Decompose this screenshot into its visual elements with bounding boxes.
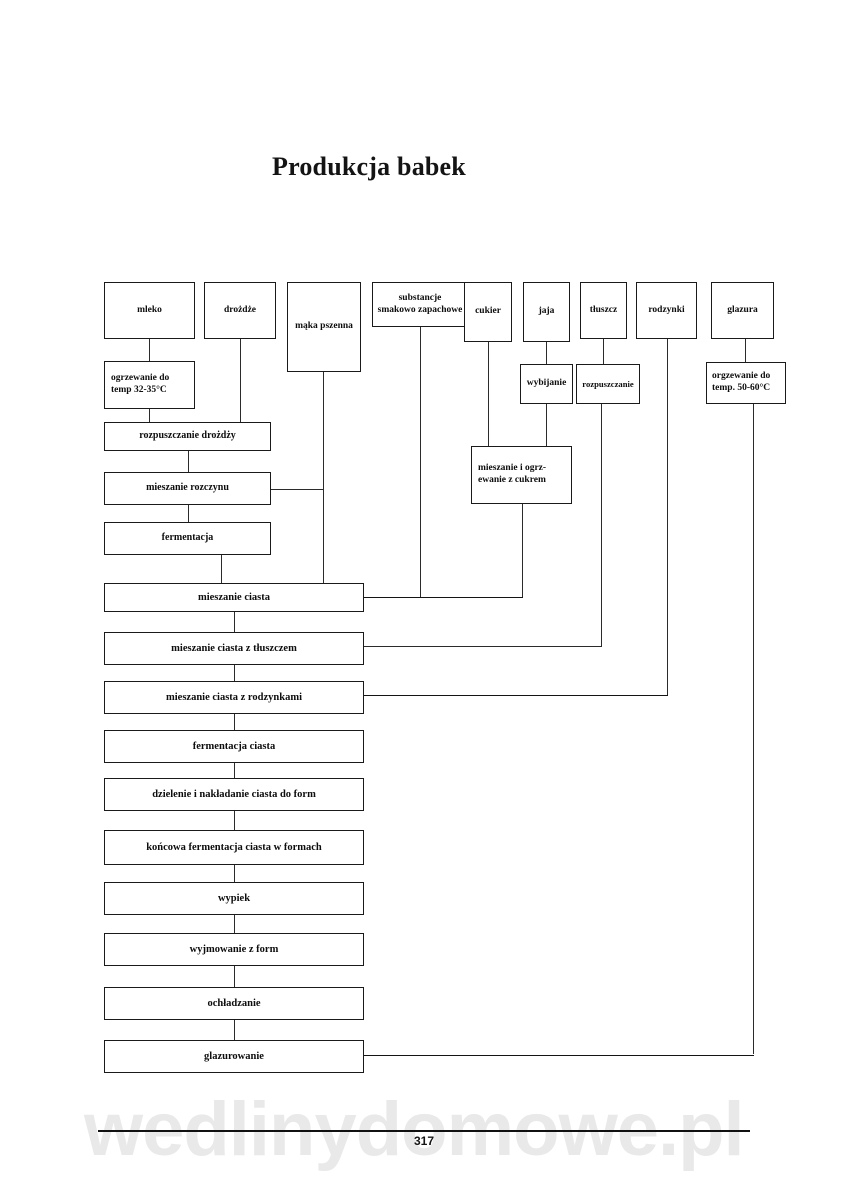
node-wypiek-label: wypiek: [217, 892, 251, 904]
node-jaja[interactable]: jaja: [523, 282, 570, 342]
node-dzielenie-i-nakladanie[interactable]: dzielenie i nakładanie ciasta do form: [104, 778, 364, 811]
connector-wybijanie-mieszanie: [546, 404, 547, 446]
connector-cukier-mieszanie: [488, 342, 489, 446]
connector-tluszcz-rozpuszczanie: [603, 339, 604, 364]
node-fermentacja[interactable]: fermentacja: [104, 522, 271, 555]
node-cukier-label: cukier: [475, 306, 501, 317]
node-mieszanie-rozczynu[interactable]: mieszanie rozczynu: [104, 472, 271, 505]
bus-glazurowanie: [364, 1055, 754, 1057]
node-cukier[interactable]: cukier: [464, 282, 512, 342]
connector-rodzynki-drop: [667, 339, 668, 695]
node-mleko[interactable]: mleko: [104, 282, 195, 339]
node-fermentacja-ciasta[interactable]: fermentacja ciasta: [104, 730, 364, 763]
node-tluszcz-label: tłuszcz: [589, 304, 618, 315]
connector-ochladzanie-glazurowanie: [234, 1020, 235, 1040]
node-mieszanie-cukier-label: mieszanie i ogrz- ewanie z cukrem: [478, 463, 547, 485]
node-glazura[interactable]: glazura: [711, 282, 774, 339]
node-mieszanie-ciasta-z-tluszczem[interactable]: mieszanie ciasta z tłuszczem: [104, 632, 364, 665]
node-rozpuszczanie-label: rozpuszczanie: [582, 378, 634, 389]
connector-rozpuszczanie-mieszanie-rozczynu: [188, 451, 189, 472]
node-ogrzewanie-mleka-label: ogrzewanie do temp 32-35°C: [111, 373, 170, 395]
node-ochladzanie[interactable]: ochładzanie: [104, 987, 364, 1020]
node-mieszanie-rodzynki-label: mieszanie ciasta z rodzynkami: [166, 691, 302, 703]
connector-rozpuszczanie-tluszcz-drop: [601, 404, 602, 646]
node-wybijanie[interactable]: wybijanie: [520, 364, 573, 404]
node-mieszanie-tluszcz-label: mieszanie ciasta z tłuszczem: [171, 642, 297, 654]
node-koncowa-fermentacja[interactable]: końcowa fermentacja ciasta w formach: [104, 830, 364, 865]
node-wybijanie-label: wybijanie: [526, 378, 567, 389]
connector-koncowa-wypiek: [234, 865, 235, 882]
node-fermentacja-ciasta-label: fermentacja ciasta: [192, 740, 276, 752]
node-substancje-smakowo-zapachowe[interactable]: substancje smakowo zapachowe: [372, 282, 468, 327]
connector-substancje-drop: [420, 327, 421, 597]
node-koncowa-fermentacja-label: końcowa fermentacja ciasta w formach: [146, 841, 322, 853]
connector-ciasta-tluszcz: [234, 612, 235, 632]
node-drozdze-label: drożdże: [223, 304, 256, 315]
node-ochladzanie-label: ochładzanie: [207, 997, 261, 1009]
node-glazura-label: glazura: [727, 304, 758, 315]
node-mieszanie-ciasta[interactable]: mieszanie ciasta: [104, 583, 364, 612]
node-maka-pszenna[interactable]: mąka pszenna: [287, 282, 361, 372]
connector-cukier-mix-drop: [522, 504, 523, 597]
node-rozpuszczanie-drozdzy-label: rozpuszczanie drożdży: [139, 430, 236, 442]
node-ogrzewanie-mleka[interactable]: ogrzewanie do temp 32-35°C: [104, 361, 195, 409]
connector-glazura-ogrzewanie: [745, 339, 746, 362]
page-number: 317: [413, 1134, 435, 1148]
node-ogrzewanie-glazury-label: orgzewanie do temp. 50-60°C: [712, 371, 771, 393]
node-substancje-label: substancje smakowo zapachowe: [377, 292, 463, 315]
node-glazurowanie[interactable]: glazurowanie: [104, 1040, 364, 1073]
connector-maka-rozczyn: [271, 489, 324, 490]
connector-dzielenie-koncowa: [234, 811, 235, 830]
connector-jaja-wybijanie: [546, 342, 547, 364]
connector-mleko-ogrzewanie: [149, 339, 150, 361]
connector-maka-drop: [323, 372, 324, 583]
node-dzielenie-label: dzielenie i nakładanie ciasta do form: [152, 788, 316, 800]
node-rodzynki-label: rodzynki: [648, 304, 685, 315]
node-rozpuszczanie[interactable]: rozpuszczanie: [576, 364, 640, 404]
connector-ogrzewanie-rozpuszczanie: [149, 409, 150, 422]
connector-fermentacja-mieszanie-ciasta: [221, 555, 222, 583]
node-mieszanie-rozczynu-label: mieszanie rozczynu: [146, 482, 229, 494]
node-drozdze[interactable]: drożdże: [204, 282, 276, 339]
page-title: Produkcja babek: [272, 152, 466, 181]
node-wypiek[interactable]: wypiek: [104, 882, 364, 915]
connector-wyjmowanie-ochladzanie: [234, 966, 235, 987]
node-mleko-label: mleko: [137, 304, 162, 315]
bus-mieszanie-rodzynki: [364, 695, 668, 697]
node-mieszanie-ogrzewanie-cukier[interactable]: mieszanie i ogrz- ewanie z cukrem: [471, 446, 572, 504]
node-fermentacja-label: fermentacja: [161, 532, 214, 544]
node-mieszanie-ciasta-z-rodzynkami[interactable]: mieszanie ciasta z rodzynkami: [104, 681, 364, 714]
watermark-text: wedlinydomowe.pl: [84, 1087, 745, 1172]
connector-glazura-drop: [753, 404, 754, 1054]
connector-drozdze-rozpuszczanie: [240, 339, 241, 422]
connector-fermentacja-dzielenie: [234, 763, 235, 778]
node-glazurowanie-label: glazurowanie: [204, 1050, 264, 1062]
node-wyjmowanie-label: wyjmowanie z form: [189, 943, 279, 955]
node-rodzynki[interactable]: rodzynki: [636, 282, 697, 339]
connector-rozczyn-fermentacja: [188, 505, 189, 522]
bus-mieszanie-ciasta-right: [364, 646, 602, 647]
bus-mieszanie-ciasta: [364, 597, 523, 599]
node-rozpuszczanie-drozdzy[interactable]: rozpuszczanie drożdży: [104, 422, 271, 451]
node-jaja-label: jaja: [538, 306, 555, 317]
node-ogrzewanie-glazury[interactable]: orgzewanie do temp. 50-60°C: [706, 362, 786, 404]
footer-divider: [98, 1130, 750, 1132]
connector-tluszcz-rodzynki: [234, 665, 235, 681]
connector-wypiek-wyjmowanie: [234, 915, 235, 933]
node-mieszanie-ciasta-label: mieszanie ciasta: [197, 591, 271, 603]
node-wyjmowanie-z-form[interactable]: wyjmowanie z form: [104, 933, 364, 966]
connector-rodzynki-fermentacja: [234, 714, 235, 730]
node-maka-pszenna-label: mąka pszenna: [295, 321, 353, 332]
node-tluszcz[interactable]: tłuszcz: [580, 282, 627, 339]
